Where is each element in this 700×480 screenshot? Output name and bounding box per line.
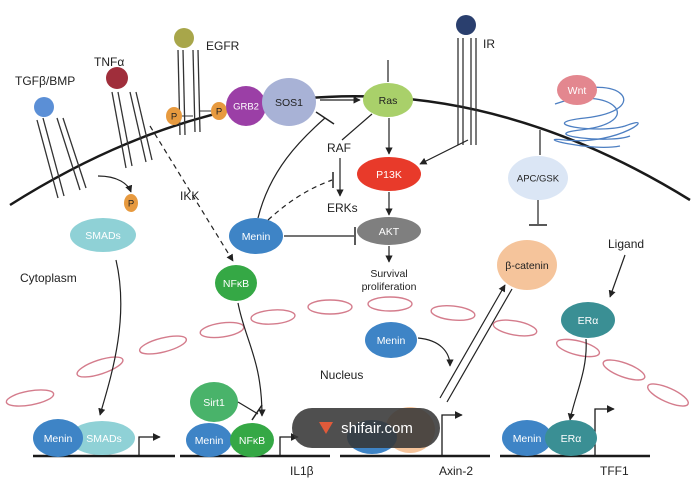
- er-nuclear-label: ERα: [561, 433, 582, 445]
- sirt1-inhibits-nfkb: [237, 401, 259, 415]
- smads-nuclear-label: SMADs: [86, 433, 122, 445]
- menin-inhibits-sos1: [257, 117, 326, 219]
- cell-membrane: [9, 95, 691, 207]
- phospho-egfr-right-label: P: [216, 107, 222, 118]
- sos1-node: [262, 78, 316, 126]
- smads-cytoplasm-node: [70, 218, 136, 252]
- tgfb-bmp-receptor: [34, 97, 87, 199]
- phospho-egfr-left: [166, 107, 182, 125]
- er-cytoplasm-node: [561, 302, 615, 338]
- menin-nfkb-label: Menin: [195, 435, 224, 447]
- ligand-label: Ligand: [608, 237, 644, 251]
- er-cytoplasm-label: ERα: [578, 315, 599, 327]
- erks-label: ERKs: [327, 201, 358, 215]
- tss-arrow-axin2: [441, 411, 463, 456]
- menin-er-label: Menin: [513, 433, 542, 445]
- survival-label: Survival: [370, 268, 407, 280]
- ligand-to-er-arrow: [608, 254, 626, 298]
- akt-node: [357, 217, 421, 245]
- nfkb-nuclear-node: [230, 423, 274, 457]
- ras-label: Ras: [379, 95, 398, 107]
- cytoplasm-label: Cytoplasm: [20, 271, 77, 285]
- pi3k-node: [357, 157, 421, 191]
- menin-nuclear-label: Menin: [377, 335, 406, 347]
- nucleus-label: Nucleus: [320, 368, 363, 382]
- menin-nuclear-node: [365, 322, 417, 358]
- egfr-label: EGFR: [206, 39, 240, 53]
- nfkb-to-nucleus-arrow: [237, 302, 266, 417]
- ikk-label: IKK: [180, 189, 199, 203]
- nfkb-cytoplasm-node: [215, 265, 257, 301]
- ir-label: IR: [483, 37, 495, 51]
- akt-label: AKT: [379, 226, 400, 238]
- grb2-label: GRB2: [233, 102, 259, 113]
- sirt1-label: Sirt1: [203, 397, 225, 409]
- apc-gsk-node: [508, 156, 568, 200]
- il1b-label: IL1β: [290, 464, 314, 478]
- tgfb-bmp-label: TGFβ/BMP: [15, 74, 75, 88]
- pi3k-label: P13K: [376, 169, 402, 181]
- phospho-egfr-right: [211, 102, 227, 120]
- phospho-smads: [124, 194, 138, 212]
- menin-smads-label: Menin: [44, 433, 73, 445]
- ras-to-raf-line: [341, 113, 373, 141]
- sirt1-node: [190, 382, 238, 422]
- tnfa-label: TNFα: [94, 55, 124, 69]
- smads-to-nucleus-arrow: [98, 259, 122, 416]
- menin-smads-node: [33, 419, 83, 457]
- tgfb-to-smads-arrow: [97, 175, 133, 193]
- ir-receptor: [456, 15, 477, 145]
- tnfa-receptor: [106, 67, 153, 169]
- tss-arrow-smads: [138, 433, 161, 456]
- smads-nuclear-node: [69, 421, 135, 455]
- phospho-egfr-left-label: P: [171, 112, 177, 123]
- nfkb-cytoplasm-label: NFκB: [223, 278, 249, 290]
- menin-cytoplasm-label: Menin: [242, 231, 271, 243]
- apc-gsk-label: APC/GSK: [517, 174, 560, 185]
- watermark-logo-icon: [319, 422, 334, 434]
- smads-cytoplasm-label: SMADs: [85, 230, 121, 242]
- phospho-smads-label: P: [128, 199, 134, 210]
- tss-arrow-il1b: [279, 433, 299, 456]
- menin-to-axin2-arrow: [417, 337, 454, 367]
- watermark-badge: shifair.com: [292, 408, 440, 448]
- er-nuclear-node: [545, 420, 597, 456]
- beta-catenin-nuclear-import-arrow: [439, 284, 506, 399]
- ras-node: [363, 83, 413, 117]
- axin2-label: Axin-2: [439, 464, 473, 478]
- tss-arrow-tff1: [594, 405, 615, 456]
- beta-catenin-cytoplasm-label: β-catenin: [505, 260, 549, 272]
- ir-to-pi3k-arrow: [419, 139, 469, 165]
- sos1-label: SOS1: [275, 97, 303, 109]
- menin-cytoplasm-node: [229, 218, 283, 254]
- nfkb-nuclear-label: NFκB: [239, 435, 265, 447]
- proliferation-label: proliferation: [362, 281, 417, 293]
- watermark-text: shifair.com: [341, 419, 413, 437]
- tff1-label: TFF1: [600, 464, 629, 478]
- beta-catenin-cytoplasm-node: [497, 240, 557, 290]
- menin-inhibits-erks: [267, 179, 333, 221]
- raf-label: RAF: [327, 141, 351, 155]
- menin-nfkb-node: [186, 423, 232, 457]
- wnt-node: [557, 75, 597, 105]
- menin-er-node: [502, 420, 552, 456]
- grb2-node: [226, 86, 266, 126]
- beta-catenin-nuclear-export-arrow: [446, 288, 513, 403]
- egfr-receptor: [174, 28, 201, 136]
- wnt-frizzled-receptor: [553, 86, 639, 149]
- wnt-label: Wnt: [568, 85, 587, 97]
- er-to-nucleus-arrow: [567, 338, 587, 421]
